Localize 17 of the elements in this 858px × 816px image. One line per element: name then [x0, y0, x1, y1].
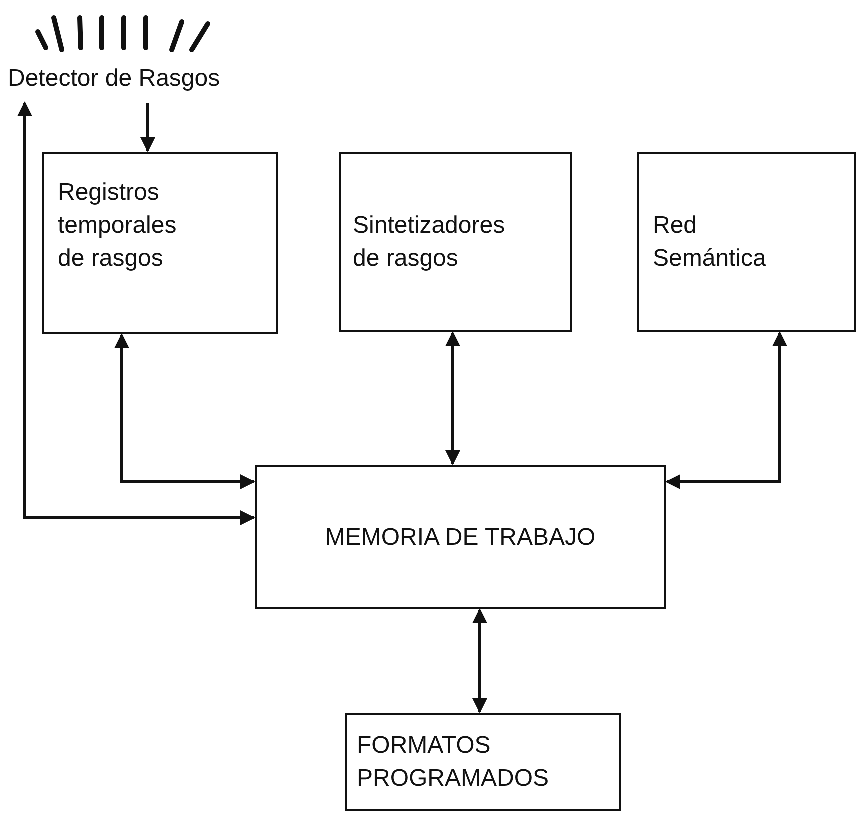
process-box — [345, 713, 621, 811]
arrow — [666, 332, 788, 490]
arrow — [472, 608, 488, 714]
process-box — [637, 152, 856, 332]
box-label: MEMORIA DE TRABAJO — [324, 523, 597, 553]
process-box — [255, 465, 666, 609]
arrow — [114, 334, 256, 490]
feature-detector-label: Detector de Rasgos — [8, 64, 222, 94]
process-box — [339, 152, 572, 332]
arrow — [140, 103, 156, 152]
arrow — [18, 102, 256, 526]
process-box — [42, 152, 278, 334]
box-label: FORMATOS PROGRAMADOS — [357, 731, 550, 794]
box-label: Sintetizadores de rasgos — [353, 211, 506, 274]
arrow — [446, 332, 460, 466]
box-label: Red Semántica — [653, 211, 768, 274]
box-label: Registros temporales de rasgos — [58, 178, 178, 274]
